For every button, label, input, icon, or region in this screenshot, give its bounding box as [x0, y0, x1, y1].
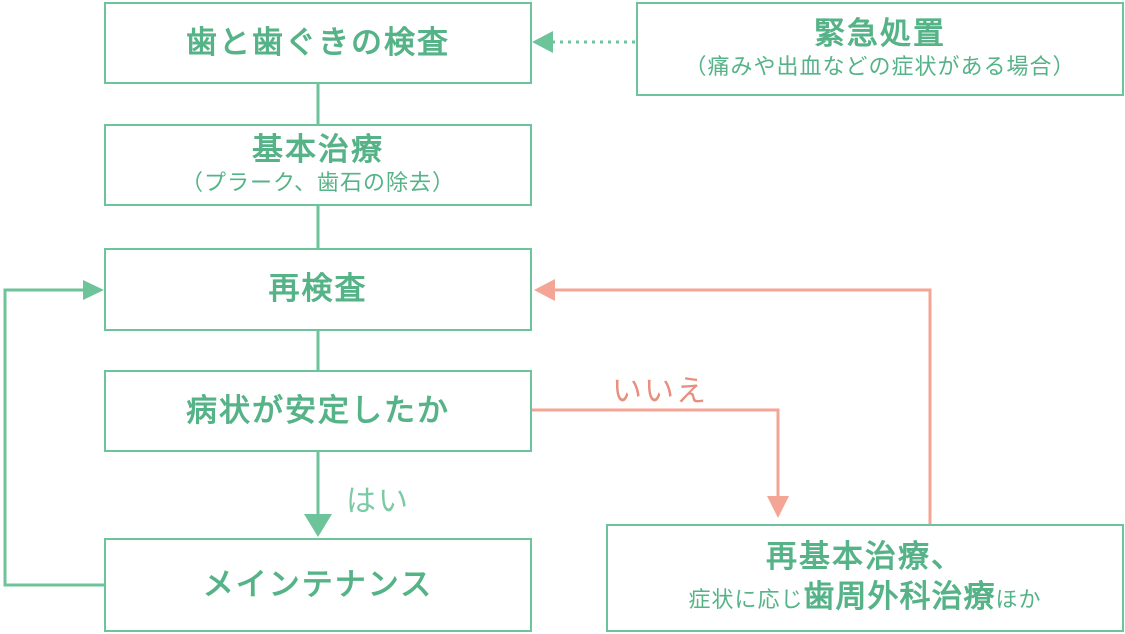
node-retreat: 再基本治療、 症状に応じ歯周外科治療ほか: [606, 524, 1124, 632]
connector-retreat-loop: [553, 288, 932, 525]
node-exam-title: 歯と歯ぐきの検査: [186, 24, 450, 61]
node-retreat-sub-bold: 歯周外科治療: [803, 579, 996, 616]
arrowhead-loop-to-reexam: [83, 280, 104, 300]
label-yes: はい: [346, 484, 410, 519]
node-emergency: 緊急処置 （痛みや出血などの症状がある場合）: [636, 2, 1124, 96]
label-no: いいえ: [612, 374, 708, 409]
node-stable: 病状が安定したか: [104, 370, 532, 452]
node-emergency-sub: （痛みや出血などの症状がある場合）: [684, 55, 1076, 81]
arrowhead-to-retreat: [767, 496, 789, 518]
node-emergency-title: 緊急処置: [814, 16, 946, 53]
node-retreat-sub: 症状に応じ歯周外科治療ほか: [688, 577, 1041, 617]
node-maintenance-title: メインテナンス: [202, 566, 434, 603]
arrowhead-to-reexam: [534, 279, 555, 301]
node-retreat-sub-suffix: ほか: [995, 588, 1042, 614]
node-retreat-sub-prefix: 症状に応じ: [688, 588, 804, 614]
node-basic-sub: （プラーク、歯石の除去）: [180, 171, 456, 197]
node-reexam-title: 再検査: [268, 271, 368, 308]
node-basic: 基本治療 （プラーク、歯石の除去）: [104, 124, 532, 206]
node-reexam: 再検査: [104, 248, 532, 331]
node-retreat-title: 再基本治療、: [766, 539, 964, 576]
node-basic-title: 基本治療: [252, 132, 384, 169]
connector-no-path: [532, 408, 780, 500]
node-stable-title: 病状が安定したか: [186, 392, 450, 429]
node-exam: 歯と歯ぐきの検査: [104, 2, 532, 84]
connector-maintenance-loop: [3, 288, 105, 587]
arrowhead-to-maintenance: [304, 514, 332, 537]
arrowhead-to-exam: [532, 31, 553, 53]
node-maintenance: メインテナンス: [104, 538, 532, 632]
